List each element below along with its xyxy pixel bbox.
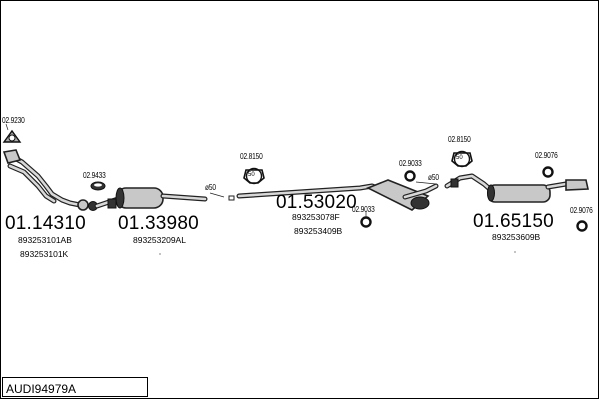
ring-rear-drawing bbox=[542, 166, 554, 178]
clamp-mid-drawing bbox=[360, 212, 372, 228]
hanger-rear-drawing bbox=[451, 150, 473, 168]
gasket-front-drawing bbox=[2, 123, 22, 143]
front-pipe-number: 01.14310 bbox=[5, 213, 86, 234]
front-flange-shape bbox=[2, 149, 22, 164]
hanger-rear-number: 02.8150 bbox=[448, 135, 471, 144]
intermediate-pipe-number: 01.53020 bbox=[276, 192, 357, 213]
rear-silencer-drawing bbox=[444, 173, 589, 203]
middle-silencer-number: 01.33980 bbox=[118, 213, 199, 234]
diameter-mark-2: ø50 bbox=[428, 173, 439, 182]
hanger-mid-mark: 50 bbox=[248, 172, 255, 178]
intermediate-pipe-oe-1: 893253078F bbox=[292, 212, 340, 222]
front-pipe-drawing bbox=[2, 149, 121, 211]
ring-tail-number: 02.9076 bbox=[570, 206, 593, 215]
hanger-mid-drawing bbox=[243, 167, 265, 185]
intermediate-pipe-drawing bbox=[228, 179, 439, 211]
tailpipe-shape bbox=[565, 179, 589, 191]
front-pipe-oe-2: 893253101K bbox=[20, 249, 69, 259]
ring-tail-drawing bbox=[576, 220, 588, 232]
gasket-front-number: 02.9230 bbox=[2, 116, 25, 125]
ring-mid-number: 02.9033 bbox=[399, 159, 422, 168]
ring-front-drawing bbox=[90, 181, 106, 191]
front-pipe-oe-1: 893253101AB bbox=[18, 235, 72, 245]
diameter-mark-1: ø50 bbox=[205, 183, 216, 192]
ring-front-number: 02.9433 bbox=[83, 171, 106, 180]
ring-mid-drawing bbox=[404, 170, 416, 182]
ring-rear-number: 02.9076 bbox=[535, 151, 558, 160]
diagram-code: AUDI94979A bbox=[6, 382, 77, 396]
middle-silencer-oe-1: 893253209AL bbox=[133, 235, 186, 245]
diagram-code-box: AUDI94979A bbox=[2, 377, 148, 397]
intermediate-pipe-oe-2: 893253409B bbox=[294, 226, 343, 236]
hanger-mid-number: 02.8150 bbox=[240, 152, 263, 161]
middle-silencer-drawing bbox=[107, 187, 208, 209]
hanger-rear-mark: 50 bbox=[456, 155, 463, 161]
rear-silencer-oe-1: 893253609B bbox=[492, 232, 541, 242]
rear-silencer-number: 01.65150 bbox=[473, 211, 554, 232]
clamp-mid-number: 02.9033 bbox=[352, 205, 375, 214]
